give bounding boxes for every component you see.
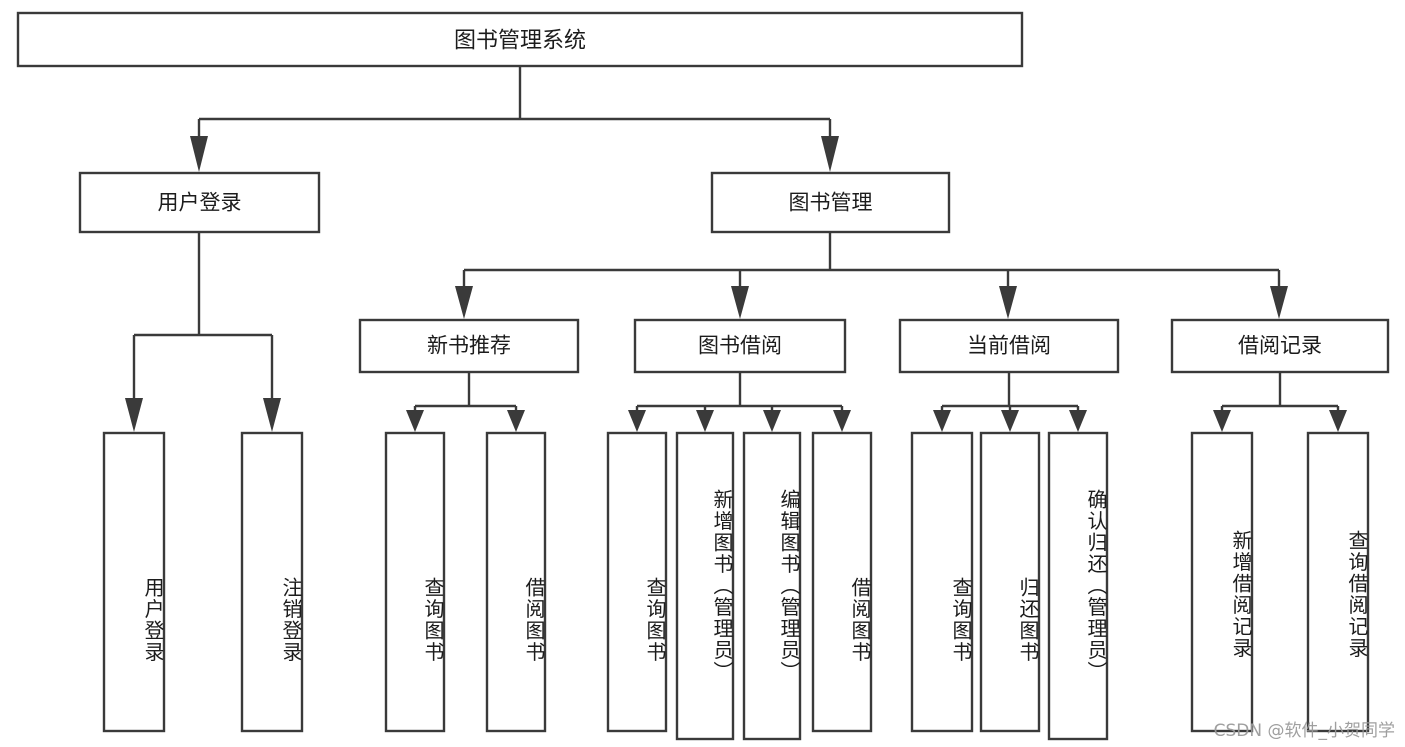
arrow-to-leaf-logout xyxy=(263,398,281,432)
node-book-management[interactable]: 图书管理 xyxy=(710,171,951,234)
borrow-record-label: 借阅记录 xyxy=(1238,334,1322,358)
leaf-box-br-add[interactable] xyxy=(1190,431,1254,733)
watermark-text: CSDN @软件_小贺同学 xyxy=(1213,721,1395,741)
book-borrow-box[interactable] xyxy=(633,318,847,374)
leaf-box-cb-query[interactable] xyxy=(910,431,974,733)
user-login-label: 用户登录 xyxy=(158,191,242,215)
node-borrow-record[interactable]: 借阅记录 xyxy=(1170,318,1390,374)
node-current-borrow[interactable]: 当前借阅 xyxy=(898,318,1120,374)
leaf-box-bb-add[interactable] xyxy=(675,431,735,741)
arrow-cb-leaf-3 xyxy=(1069,410,1087,432)
root-box[interactable] xyxy=(16,11,1024,68)
arrow-root-to-book-management xyxy=(821,136,839,172)
arrow-root-to-user-login xyxy=(190,136,208,172)
arrow-cb-leaf-1 xyxy=(933,410,951,432)
current-borrow-label: 当前借阅 xyxy=(967,334,1051,358)
leaf-box-bb-borrow[interactable] xyxy=(811,431,873,733)
book-borrow-label: 图书借阅 xyxy=(698,334,782,358)
arrow-bb-leaf-3 xyxy=(763,410,781,432)
book-management-label: 图书管理 xyxy=(789,191,873,215)
leaf-box-bb-edit[interactable] xyxy=(742,431,802,741)
new-book-recommend-box[interactable] xyxy=(358,318,580,374)
arrow-bb-leaf-4 xyxy=(833,410,851,432)
arrow-nbr-leaf-1 xyxy=(406,410,424,432)
root-label: 图书管理系统 xyxy=(454,29,586,54)
node-root[interactable]: 图书管理系统 xyxy=(16,11,1024,68)
arrow-br-leaf-1 xyxy=(1213,410,1231,432)
current-borrow-box[interactable] xyxy=(898,318,1120,374)
arrow-br-leaf-2 xyxy=(1329,410,1347,432)
arrow-to-leaf-user-login xyxy=(125,398,143,432)
leaf-box-br-query[interactable] xyxy=(1306,431,1370,733)
arrow-to-new-book-recommend xyxy=(455,286,473,319)
leaf-box-cb-confirm[interactable] xyxy=(1047,431,1109,741)
arrow-bb-leaf-1 xyxy=(628,410,646,432)
arrow-to-borrow-record xyxy=(1270,286,1288,319)
arrow-nbr-leaf-2 xyxy=(507,410,525,432)
leaf-box-nbr-query[interactable] xyxy=(384,431,446,733)
node-new-book-recommend[interactable]: 新书推荐 xyxy=(358,318,580,374)
node-book-borrow[interactable]: 图书借阅 xyxy=(633,318,847,374)
book-management-box[interactable] xyxy=(710,171,951,234)
leaf-box-cb-return[interactable] xyxy=(979,431,1041,733)
arrow-to-current-borrow xyxy=(999,286,1017,319)
leaf-box-logout[interactable] xyxy=(240,431,304,733)
arrow-cb-leaf-2 xyxy=(1001,410,1019,432)
leaf-box-nbr-borrow[interactable] xyxy=(485,431,547,733)
leaf-box-user-login[interactable] xyxy=(102,431,166,733)
borrow-record-box[interactable] xyxy=(1170,318,1390,374)
arrow-to-book-borrow xyxy=(731,286,749,319)
node-user-login[interactable]: 用户登录 xyxy=(78,171,321,234)
new-book-recommend-label: 新书推荐 xyxy=(427,334,511,358)
arrow-bb-leaf-2 xyxy=(696,410,714,432)
leaf-box-bb-query[interactable] xyxy=(606,431,668,733)
